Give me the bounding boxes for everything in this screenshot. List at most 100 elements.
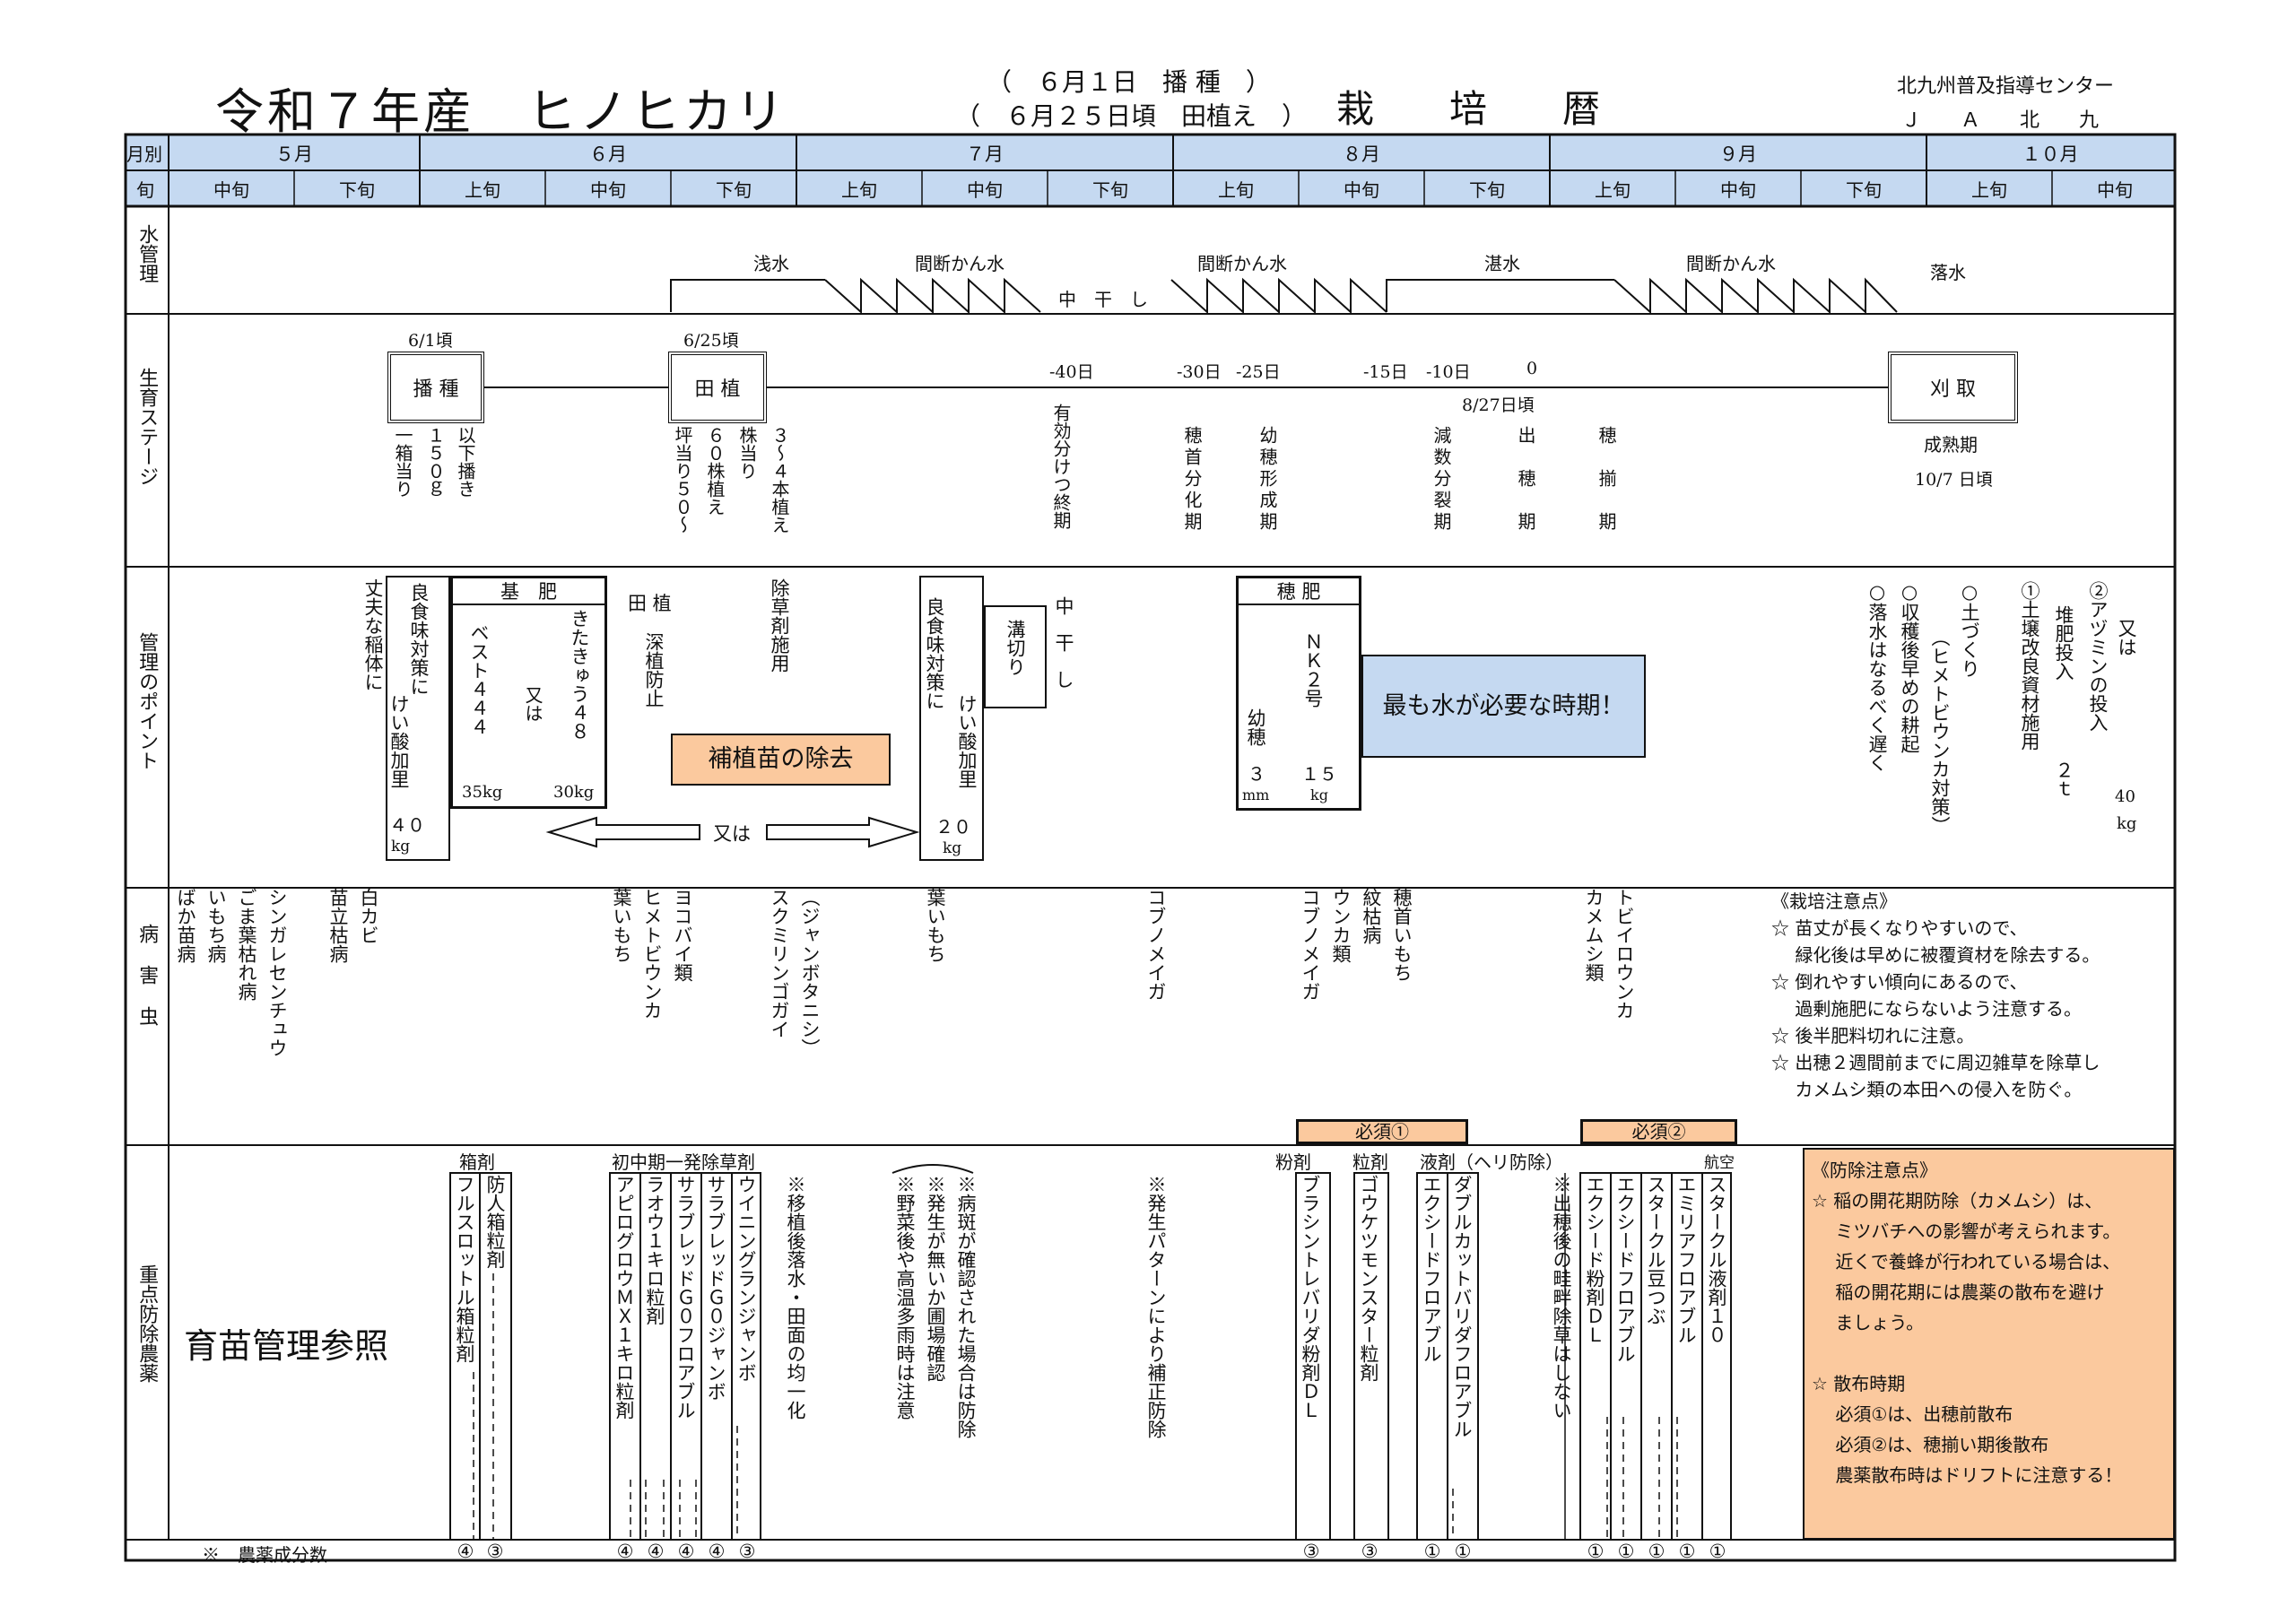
chem-note-keihan: ※出穂後の畦畔除草はしない xyxy=(1551,1175,1573,1420)
jun-14: 下旬 xyxy=(1846,179,1882,201)
ingredient-mark: ③ xyxy=(1302,1541,1320,1562)
ingredient-mark: ① xyxy=(1648,1541,1665,1562)
ingredient-mark: ① xyxy=(1587,1541,1605,1562)
chem-exceed-dust: エクシード粉剤ＤＬ xyxy=(1584,1175,1606,1344)
plant-note-2: ６０株植え xyxy=(704,426,726,516)
fert-best444: ベスト４４４ xyxy=(468,623,491,736)
panicle-fert-box: 穂 肥 ＮＫ２号 幼穂 ３ mm １５ kg xyxy=(1236,576,1361,811)
water-tansui: 湛水 xyxy=(1484,253,1520,274)
youho-mm: mm xyxy=(1242,786,1270,803)
jun-7: 中旬 xyxy=(967,179,1003,201)
right-note-ochimizu: ○落水はなるべく遅く xyxy=(1866,581,1889,772)
chem-note-byohan: ※病斑が確認された場合は防除 xyxy=(955,1175,978,1438)
chem-starkle-liquid: スタークル液剤１０ xyxy=(1706,1175,1728,1344)
note-line: ミツバチへの影響が考えられます。 xyxy=(1812,1220,2121,1242)
point-taue: 田 植 xyxy=(628,593,672,614)
sow-note-2: １５０ｇ xyxy=(424,426,446,498)
pest-kobunomeiga-1: コブノメイガ xyxy=(1145,888,1168,1001)
note-line: ☆ 稲の開花期防除（カメムシ）は、 xyxy=(1812,1190,2103,1211)
note-line: 必須①は、出穂前散布 xyxy=(1812,1403,2013,1425)
jun-12: 上旬 xyxy=(1595,179,1631,201)
ingredient-mark: ④ xyxy=(457,1541,474,1562)
pest-sukumiringo: スクミリンゴガイ xyxy=(769,888,791,1038)
sow-date: 6/1頃 xyxy=(408,331,453,351)
pest-gomahagare: ごま葉枯れ病 xyxy=(236,888,258,1001)
note-line: ☆ 倒れやすい傾向にあるので、 xyxy=(1771,971,2028,993)
org-center: 北九州普及指導センター xyxy=(1897,75,2115,98)
jun-9: 上旬 xyxy=(1218,179,1254,201)
month-5: ９月 xyxy=(1719,143,1757,165)
planting-date-note: （ ６月２５日頃 田植え ） xyxy=(955,101,1308,131)
jun-10: 中旬 xyxy=(1344,179,1379,201)
pest-yokobai: ヨコバイ類 xyxy=(672,888,694,982)
day-minus-30: -30日 xyxy=(1177,362,1222,382)
plant-box: 田 植 xyxy=(668,352,767,423)
arrow-or-label: 又は xyxy=(713,823,751,845)
right-note-kg: kg xyxy=(2117,814,2137,833)
box-agent-label: 箱剤 xyxy=(459,1151,495,1173)
silicate-unit-2: kg xyxy=(943,839,962,857)
chem-exceed-flow-2: エクシードフロアブル xyxy=(1614,1175,1637,1363)
ingredient-mark: ① xyxy=(1423,1541,1441,1562)
silicate-1: けい酸加里 xyxy=(388,694,411,788)
harvest-box: 刈 取 xyxy=(1888,352,2018,423)
note-line: 稲の開花期には農薬の散布を避け xyxy=(1812,1281,2105,1303)
note-line: ☆ 出穂２週間前までに周辺雑草を除草し xyxy=(1771,1052,2100,1073)
pest-unka: ウンカ類 xyxy=(1330,888,1352,963)
point-strong-plant: 丈夫な稲体に xyxy=(362,578,385,691)
org-ja: Ｊ Ａ 北 九 xyxy=(1901,109,2100,132)
silicate-amount-1: ４０ xyxy=(389,814,425,836)
ingredient-mark: ① xyxy=(1709,1541,1726,1562)
mizogiri-box: 溝切り xyxy=(984,605,1047,708)
pest-bakanae: ばか苗病 xyxy=(175,888,197,963)
fert-30kg: 30kg xyxy=(553,783,595,802)
taste-note-2: 良食味対策に xyxy=(924,597,946,710)
pest-haimochi-1: 葉いもち xyxy=(611,888,633,963)
fert-kitakyu48: きたきゅう４８ xyxy=(569,609,591,741)
sow-box: 播 種 xyxy=(387,352,484,423)
chem-exceed-flow-1: エクシードフロアブル xyxy=(1421,1175,1443,1363)
jun-4: 中旬 xyxy=(590,179,626,201)
jun-8: 下旬 xyxy=(1092,179,1128,201)
point-mizogiri: 溝切り xyxy=(1004,620,1027,676)
chem-starkle-mame: スタークル豆つぶ xyxy=(1645,1175,1667,1325)
water-kandan-3: 間断かん水 xyxy=(1686,253,1776,274)
ripe-stage: 成熟期 xyxy=(1924,434,1978,456)
month-6: １０月 xyxy=(2022,143,2079,165)
fert-15: １５ xyxy=(1301,763,1337,785)
ingredient-mark: ④ xyxy=(677,1541,695,1562)
row-label-growth: 生育ステージ xyxy=(135,368,159,486)
ingredient-mark: ④ xyxy=(708,1541,726,1562)
stage-gensu: 減数分裂期 xyxy=(1431,426,1452,534)
silicate-2: けい酸加里 xyxy=(956,694,978,788)
pest-naedachigare: 苗立枯病 xyxy=(327,888,350,963)
water-asamizu: 浅水 xyxy=(753,253,789,274)
day-zero: 0 xyxy=(1526,359,1538,378)
base-fert-box: 基 肥 ベスト４４４ 又は きたきゅう４８ 35kg 30kg xyxy=(450,576,607,809)
jun-3: 上旬 xyxy=(465,179,500,201)
herbicide-label: 初中期一発除草剤 xyxy=(612,1151,755,1173)
note-line: 《防除注意点》 xyxy=(1812,1159,1937,1181)
ingredient-mark: ④ xyxy=(647,1541,665,1562)
pest-jumbo: （ジャンボタニシ） xyxy=(799,888,822,1057)
ingredient-mark: ③ xyxy=(738,1541,756,1562)
pest-mongare: 紋枯病 xyxy=(1361,888,1383,944)
water-ochimizu: 落水 xyxy=(1930,262,1966,283)
base-fert-title: 基 肥 xyxy=(453,578,604,605)
calendar-title: 栽 培 暦 xyxy=(1336,87,1601,131)
note-line: 近くで養蜂が行われている場合は、 xyxy=(1812,1251,2121,1272)
row-label-points: 管理のポイント xyxy=(135,632,159,770)
point-deep-planting: 深植防止 xyxy=(643,632,665,708)
cultivation-notes: 《栽培注意点》☆ 苗丈が長くなりやすいので、 緑化後は早めに被覆資材を除去する。… xyxy=(1771,888,2100,1103)
jun-2: 下旬 xyxy=(339,179,375,201)
chem-raoh: ラオウ１キロ粒剤 xyxy=(644,1175,666,1325)
youho-3: ３ xyxy=(1248,763,1265,785)
note-line: 《栽培注意点》 xyxy=(1771,890,1897,912)
pest-kamemushi: カメムシ類 xyxy=(1583,888,1605,982)
stage-hokubi: 穂首分化期 xyxy=(1181,426,1203,534)
note-line: ☆ 苗丈が長くなりやすいので、 xyxy=(1771,917,2028,939)
spray-notes: 《防除注意点》 ☆ 稲の開花期防除（カメムシ）は、 ミツバチへの影響が考えられます… xyxy=(1803,1148,2175,1540)
month-2: ６月 xyxy=(589,143,627,165)
jun-6: 上旬 xyxy=(841,179,877,201)
right-note-himetobi: （ヒメトビウンカ対策） xyxy=(1929,628,1952,835)
